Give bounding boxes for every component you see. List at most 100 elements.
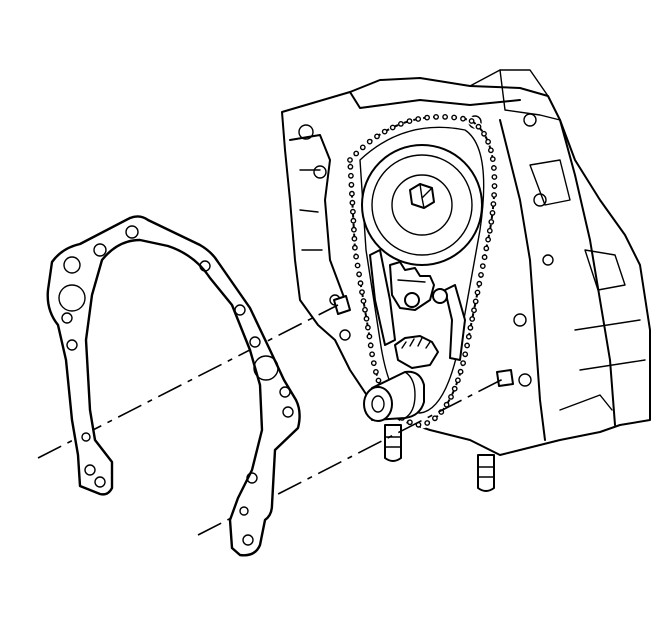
crankshaft-sprocket [389, 261, 435, 311]
chain-link [491, 174, 498, 180]
gasket-dowel-hole [81, 432, 91, 442]
chain-link [468, 118, 475, 124]
chain-link [347, 163, 354, 170]
front-cover-gasket [46, 215, 301, 557]
chain-link [370, 360, 377, 366]
dowel-pin-upper [333, 295, 351, 315]
gasket-bolt-hole [199, 260, 211, 272]
gasket-bolt-hole [246, 472, 258, 484]
chain-link [489, 156, 496, 163]
chain-link [464, 342, 470, 349]
chain-link [367, 342, 374, 349]
camshaft-sprocket [361, 144, 483, 266]
block-bolt-hole [542, 254, 554, 266]
chain-link [451, 385, 458, 392]
chain-link [350, 217, 357, 224]
chain-link [424, 114, 430, 121]
chain-link [351, 244, 358, 251]
gasket-bolt-hole [279, 386, 291, 398]
block-bolt-hole [339, 329, 351, 341]
chain-link [451, 114, 457, 121]
gasket-bolt-hole [84, 464, 96, 476]
chain-link [476, 280, 483, 287]
gasket-bolt-hole [94, 476, 106, 488]
chain-link [363, 315, 370, 322]
crankshaft-position-sensor [363, 370, 425, 422]
chain-link [347, 172, 354, 179]
chain-link [462, 351, 469, 358]
chain-link [366, 138, 373, 145]
chain-link [354, 262, 361, 269]
chain-link [481, 254, 488, 261]
gasket-bolt-hole [249, 336, 261, 348]
chain-link [397, 121, 404, 127]
chain-link [349, 208, 356, 215]
block-bolt-hole [313, 165, 327, 179]
gasket-dowel-hole [239, 506, 249, 516]
chain-link [431, 415, 438, 422]
chain-link [359, 289, 365, 295]
chain-link [406, 419, 413, 426]
chain-link [406, 118, 413, 125]
timing-chain [345, 112, 499, 430]
chain-link [479, 263, 486, 269]
chain-link [348, 181, 355, 188]
chain-link [356, 271, 362, 278]
gasket-bolt-hole [125, 225, 139, 239]
chain-link [389, 124, 396, 131]
chain-link [472, 298, 479, 305]
chain-link [374, 133, 380, 140]
chain-link [457, 368, 464, 375]
chain-link [353, 150, 360, 157]
chain-link [487, 147, 494, 154]
block-bolt-hole [513, 313, 527, 327]
block-bolt-hole [298, 124, 314, 140]
chain-link [490, 201, 497, 207]
chain-link [485, 236, 491, 243]
chain-link [369, 351, 375, 358]
chain-link [357, 280, 364, 287]
chain-link [488, 218, 495, 225]
chain-link [362, 306, 368, 313]
chain-link [448, 393, 454, 400]
gasket-bolt-hole [61, 312, 73, 324]
chain-link [443, 401, 450, 408]
block-bolt-hole [523, 113, 537, 127]
chain-link [483, 245, 490, 252]
chain-link [347, 157, 353, 163]
chain-link [360, 298, 367, 304]
chain-link [474, 289, 481, 296]
gasket-large-hole [58, 284, 86, 312]
chain-link [486, 227, 493, 234]
chain-link [424, 420, 431, 426]
chain-link [364, 324, 371, 331]
block-bolt-hole [533, 193, 547, 207]
gasket-bolt-hole [93, 243, 107, 257]
chain-link [460, 115, 466, 122]
chain-link [481, 130, 487, 137]
chain-link [491, 183, 498, 189]
gasket-large-hole [253, 355, 279, 381]
chain-link [351, 235, 358, 242]
chain-link [372, 368, 379, 375]
chain-link [433, 114, 439, 120]
chain-link [485, 138, 491, 145]
chain-tensioner [369, 249, 466, 361]
gasket-bolt-hole [234, 304, 246, 316]
crankshaft-gear [394, 335, 439, 369]
chain-link [467, 324, 474, 331]
gasket-bolt-hole [242, 534, 254, 546]
chain-link [350, 226, 357, 233]
chain-link [489, 209, 496, 216]
chain-link [471, 307, 477, 314]
chain-link [375, 377, 382, 384]
chain-link [366, 333, 373, 340]
chain-link [478, 271, 484, 278]
chain-link [469, 316, 476, 322]
chain-link [490, 165, 497, 171]
camshaft-bolt [409, 183, 435, 209]
chain-link [465, 333, 472, 340]
timing-chain-links [347, 114, 498, 428]
chain-link [359, 144, 366, 151]
